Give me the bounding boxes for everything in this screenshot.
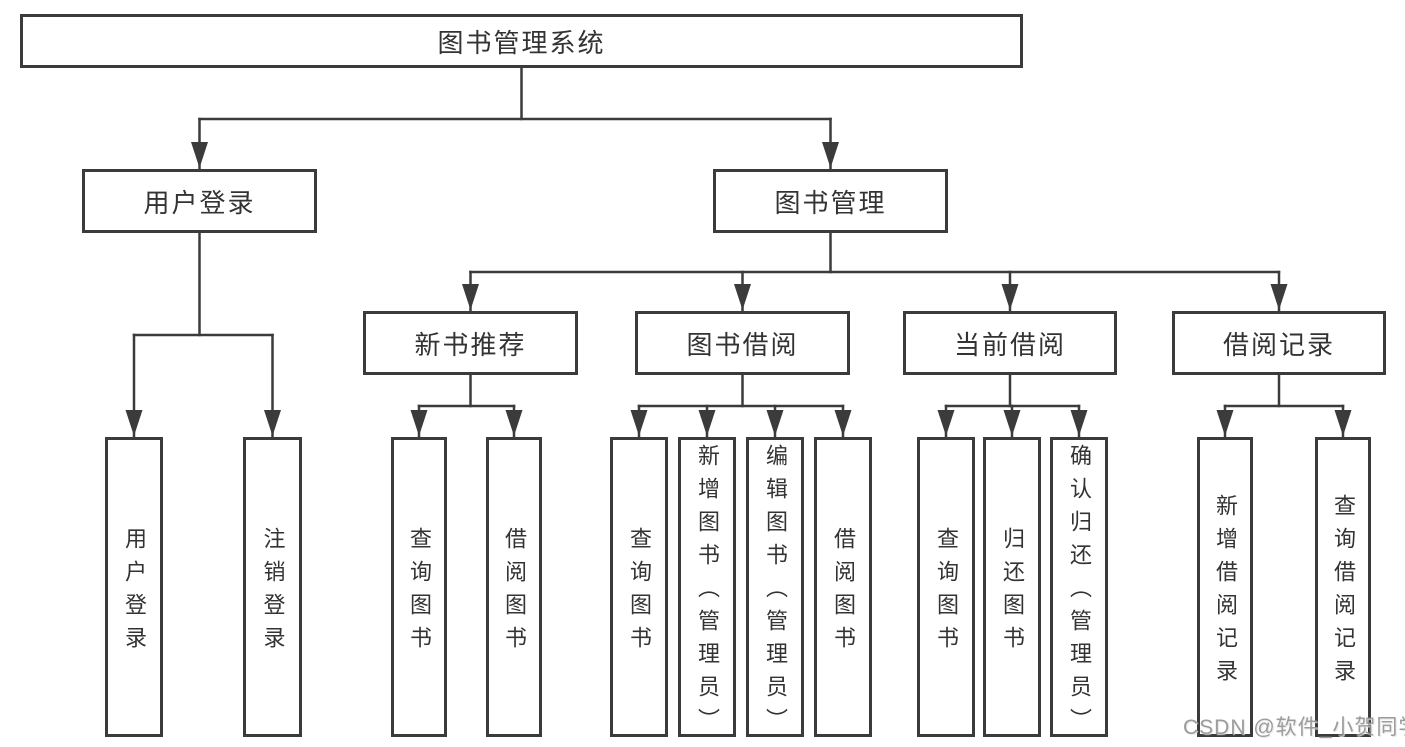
node-label: 查询借阅记录 <box>1331 493 1356 692</box>
node-label: 图书管理 <box>774 187 887 218</box>
connector-book-management-children <box>462 231 1288 312</box>
node-label: 借阅图书 <box>831 526 856 659</box>
node-nbr-borrow-books: 借阅图书 <box>486 437 542 737</box>
node-cb-query-books: 查询图书 <box>917 437 975 737</box>
node-root: 图书管理系统 <box>20 14 1023 68</box>
node-cb-confirm-return-admin: 确认归还（管理员） <box>1050 437 1108 741</box>
node-nbr-query-books: 查询图书 <box>391 437 447 737</box>
node-book-borrowing: 图书借阅 <box>635 311 850 375</box>
node-label: 新增借阅记录 <box>1213 493 1238 692</box>
node-label: 编辑图书（管理员） <box>763 444 788 741</box>
node-borrowing-records: 借阅记录 <box>1172 311 1386 375</box>
connector-book-borrowing-children <box>630 373 852 438</box>
node-label: 图书管理系统 <box>437 27 606 58</box>
node-label: 借阅图书 <box>502 526 527 659</box>
node-cb-return-books: 归还图书 <box>983 437 1041 737</box>
node-current-borrowing: 当前借阅 <box>903 311 1117 375</box>
node-label: 图书借阅 <box>686 329 799 360</box>
node-label: 查询图书 <box>407 526 432 659</box>
node-label: 归还图书 <box>1000 526 1025 659</box>
node-bb-borrow-books: 借阅图书 <box>814 437 872 737</box>
node-login: 用户登录 <box>105 437 163 737</box>
node-logout: 注销登录 <box>243 437 302 737</box>
connector-current-borrowing-children <box>937 373 1088 438</box>
node-br-query-borrow-record: 查询借阅记录 <box>1315 437 1371 737</box>
connector-root-to-level2 <box>191 66 839 170</box>
csdn-watermark: CSDN @软件_小贺同学 <box>1183 716 1405 739</box>
node-bb-query-books: 查询图书 <box>610 437 668 737</box>
node-label: 用户登录 <box>143 187 256 218</box>
node-book-management: 图书管理 <box>713 169 948 233</box>
node-br-add-borrow-record: 新增借阅记录 <box>1197 437 1253 737</box>
node-user-login: 用户登录 <box>82 169 317 233</box>
connector-borrowing-records-children <box>1216 373 1352 438</box>
node-bb-edit-books-admin: 编辑图书（管理员） <box>746 437 804 741</box>
node-label: 确认归还（管理员） <box>1067 444 1092 741</box>
node-label: 查询图书 <box>627 526 652 659</box>
node-label: 新书推荐 <box>414 329 527 360</box>
node-label: 注销登录 <box>260 526 286 659</box>
node-label: 当前借阅 <box>953 329 1066 360</box>
node-bb-add-books-admin: 新增图书（管理员） <box>678 437 736 741</box>
node-label: 查询图书 <box>934 526 959 659</box>
node-label: 借阅记录 <box>1222 329 1335 360</box>
node-label: 用户登录 <box>122 526 147 659</box>
node-label: 新增图书（管理员） <box>695 444 720 741</box>
connector-user-login-children <box>125 231 281 438</box>
connector-new-book-recommend-children <box>410 373 523 438</box>
node-new-book-recommend: 新书推荐 <box>363 311 578 375</box>
